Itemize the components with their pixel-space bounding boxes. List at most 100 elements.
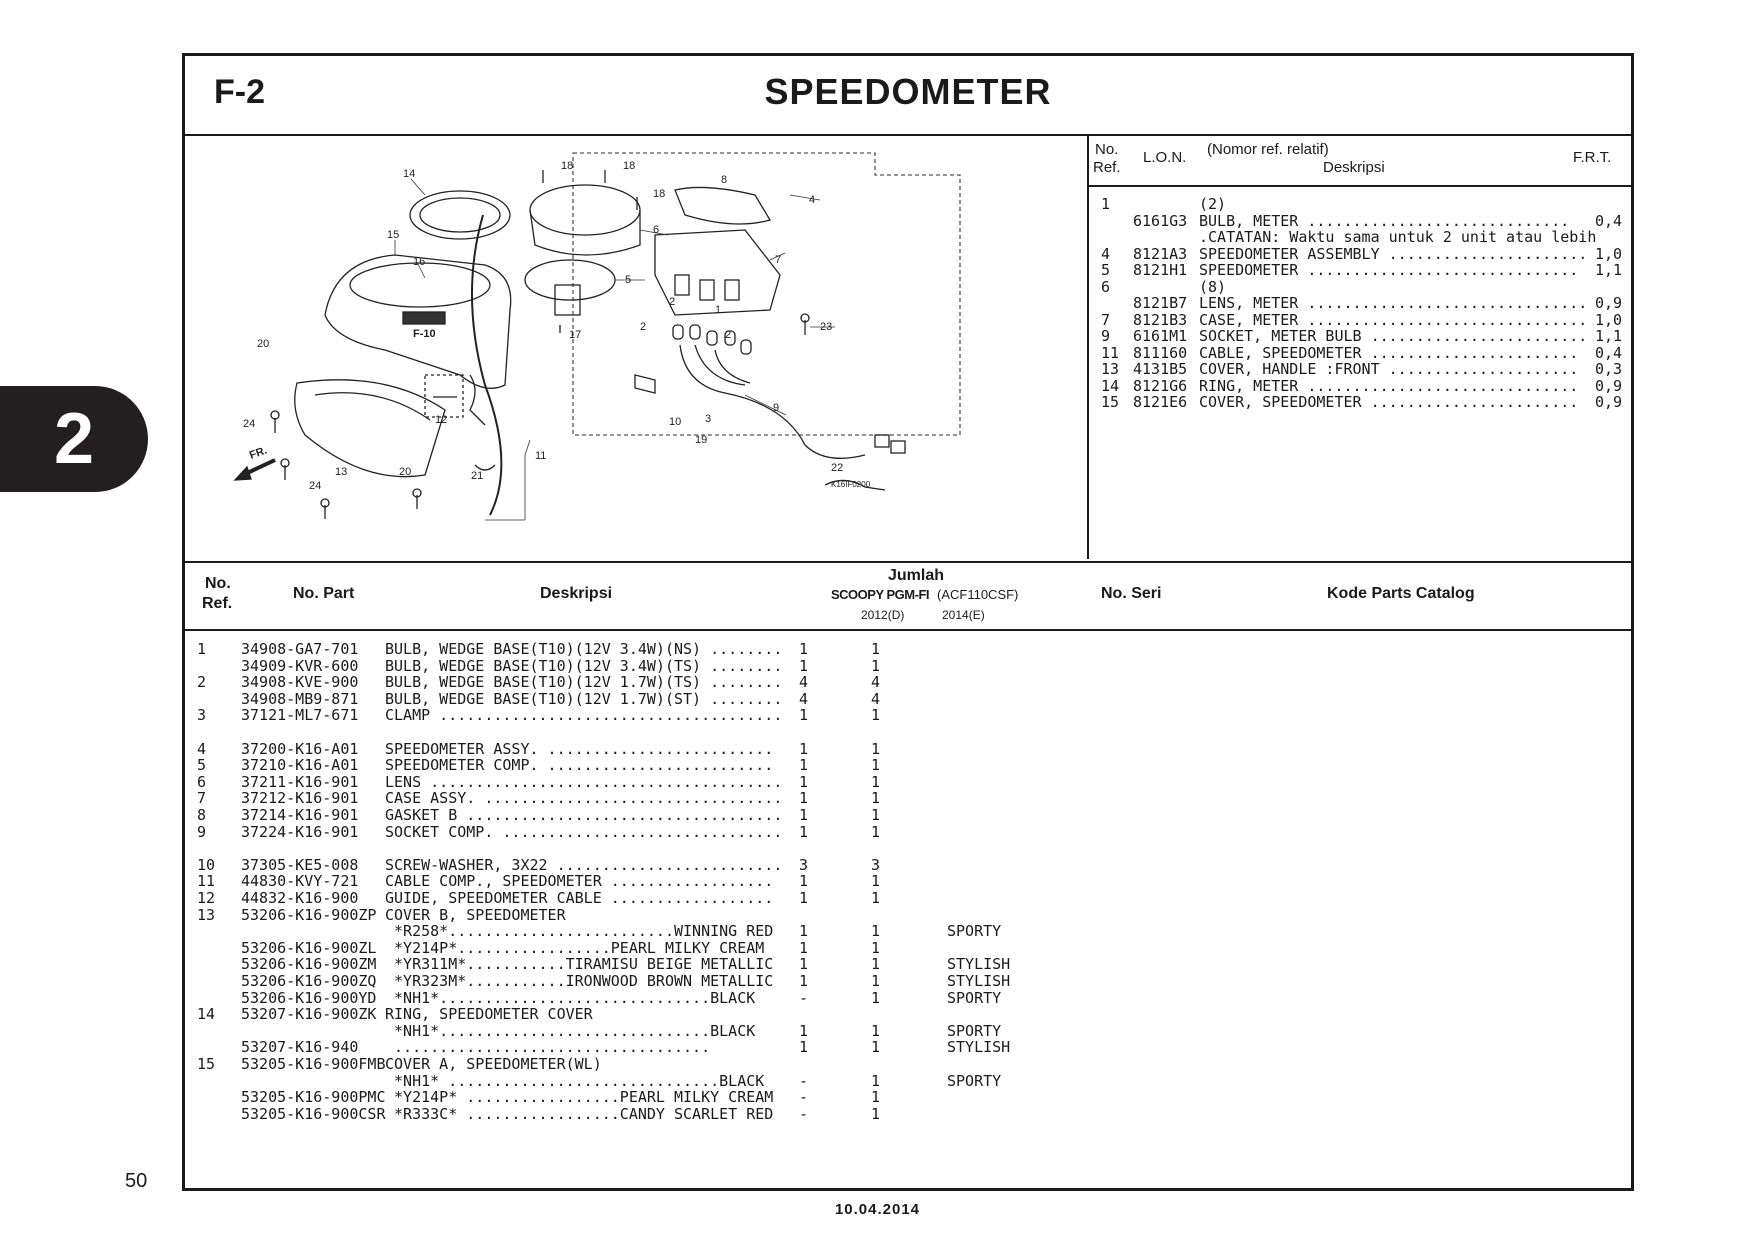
part-cell-seri: SPORTY — [947, 988, 1002, 1007]
part-cell-q1: 1 — [799, 822, 809, 841]
part-cell-q2: 1 — [871, 972, 881, 990]
part-cell-q2: 4 — [871, 689, 881, 708]
callout-2c: 2 — [725, 329, 731, 341]
part-cell-q1: 1 — [799, 872, 809, 891]
part-cell-desc: SPEEDOMETER COMP. ......................… — [385, 756, 774, 775]
part-cell-part: 37305-KE5-008 — [241, 855, 359, 874]
part-cell-ref: 9 — [197, 822, 207, 841]
part-cell-q1: 1 — [799, 739, 809, 758]
callout-1: 1 — [715, 304, 721, 316]
part-cell-desc: *NH1*..............................BLACK — [385, 1021, 756, 1040]
part-cell-q1: 1 — [799, 938, 809, 957]
ref-cell-lon: 6161M1 — [1133, 327, 1188, 345]
part-cell-desc: *R333C* .................CANDY SCARLET R… — [385, 1104, 774, 1123]
parts-header-desc: Deskripsi — [540, 585, 613, 602]
ref-cell-lon: 8121A3 — [1133, 244, 1188, 263]
meter-case — [654, 229, 781, 316]
part-cell-q1: 1 — [799, 806, 809, 824]
callout-24: 24 — [243, 418, 255, 430]
part-cell-part: 34908-MB9-871 — [241, 689, 359, 708]
callout-13: 13 — [335, 466, 347, 478]
part-cell-q2: 1 — [871, 1088, 881, 1107]
section-code: F-2 — [214, 73, 265, 111]
ref-cell-lon: 8121H1 — [1133, 261, 1188, 279]
part-cell-desc: COVER B, SPEEDOMETER — [385, 905, 566, 924]
part-cell-ref: 11 — [197, 872, 216, 891]
part-cell-desc: *YR311M*...........TIRAMISU BEIGE METALL… — [385, 955, 774, 974]
part-cell-desc: ................................... — [385, 1038, 711, 1057]
callout-14: 14 — [403, 168, 415, 180]
callout-22: 22 — [831, 462, 843, 474]
ref-cell-desc: SOCKET, METER BULB .....................… — [1199, 327, 1588, 345]
ref-cell-lon: 4131B5 — [1133, 360, 1188, 378]
part-cell-part: 53206-K16-900ZL — [241, 938, 377, 957]
page-number: 50 — [125, 1170, 148, 1192]
speedometer-cable — [471, 214, 503, 516]
part-cell-part: 37211-K16-901 — [241, 772, 359, 791]
parts-header-2014: 2014(E) — [942, 608, 985, 622]
ref-row: 6(8) — [1089, 278, 1631, 296]
section-title: SPEEDOMETER — [764, 71, 1052, 112]
parts-header-no: No. — [205, 575, 231, 592]
ref-cell-frt: 1,0 — [1595, 244, 1623, 263]
part-cell-q2: 1 — [871, 789, 881, 808]
ref-cell-desc: .CATATAN: Waktu sama untuk 2 unit atau l… — [1199, 228, 1597, 246]
part-cell-q1: 3 — [799, 855, 809, 874]
part-cell-part: 37200-K16-A01 — [241, 739, 359, 758]
callout-8: 8 — [721, 174, 727, 186]
ref-cell-ref: 15 — [1101, 393, 1120, 411]
callout-18c: 18 — [653, 188, 665, 200]
parts-header-ref: Ref. — [202, 595, 233, 612]
ref-cell-frt: 0,9 — [1595, 294, 1623, 312]
part-cell-part: 53205-K16-900FMB — [241, 1055, 386, 1073]
footer-date: 10.04.2014 — [834, 1201, 921, 1218]
ref-cell-frt: 1,1 — [1595, 327, 1623, 345]
ref-cell-frt: 1,1 — [1595, 261, 1623, 279]
ref-header-nomor: (Nomor ref. relatif) — [1207, 141, 1329, 158]
part-cell-q1: 1 — [799, 756, 809, 775]
part-cell-q1: - — [799, 1088, 809, 1107]
part-cell-q2: 3 — [871, 855, 881, 874]
part-cell-q1: 1 — [799, 772, 809, 791]
ref-cell-desc: BULB, METER ............................… — [1199, 211, 1570, 230]
part-cell-q2: 1 — [871, 706, 881, 725]
ref-cell-desc: (8) — [1199, 277, 1227, 296]
part-cell-q2: 1 — [871, 822, 881, 841]
part-cell-q1: 1 — [799, 656, 809, 675]
ref-cell-frt: 0,9 — [1595, 393, 1623, 411]
ref-cell-desc: CASE, METER ............................… — [1199, 310, 1588, 329]
ref-cell-ref: 4 — [1101, 244, 1111, 263]
ref-row: .CATATAN: Waktu sama untuk 2 unit atau l… — [1089, 228, 1631, 246]
ref-header-ref: Ref. — [1093, 159, 1121, 176]
chapter-tab: 2 — [0, 386, 148, 492]
part-cell-desc: RING, SPEEDOMETER COVER — [385, 1005, 593, 1024]
part-cell-seri: STYLISH — [947, 972, 1011, 990]
part-cell-desc: *NH1*..............................BLACK — [385, 988, 756, 1007]
cover-speedometer — [324, 254, 512, 389]
speedometer-lens — [529, 184, 641, 236]
table-row: *NH1* ..............................BLAC… — [185, 1072, 1631, 1090]
cover-b-speedometer — [294, 379, 446, 478]
part-cell-q2: 1 — [871, 739, 881, 758]
catalog-frame: F-2 SPEEDOMETER — [182, 53, 1634, 1191]
parts-header-jumlah: Jumlah — [888, 567, 945, 584]
exploded-diagram: 14 15 16 20 24 13 20 24 12 11 21 18 18 1… — [185, 135, 1089, 559]
part-cell-part: 44832-K16-900 — [241, 889, 359, 907]
ref-cell-lon: 8121E6 — [1133, 393, 1188, 411]
part-cell-q1: 1 — [799, 972, 809, 990]
ref-label-f10: F-10 — [413, 328, 436, 340]
callout-24b: 24 — [309, 480, 321, 492]
callout-10: 10 — [669, 416, 681, 428]
